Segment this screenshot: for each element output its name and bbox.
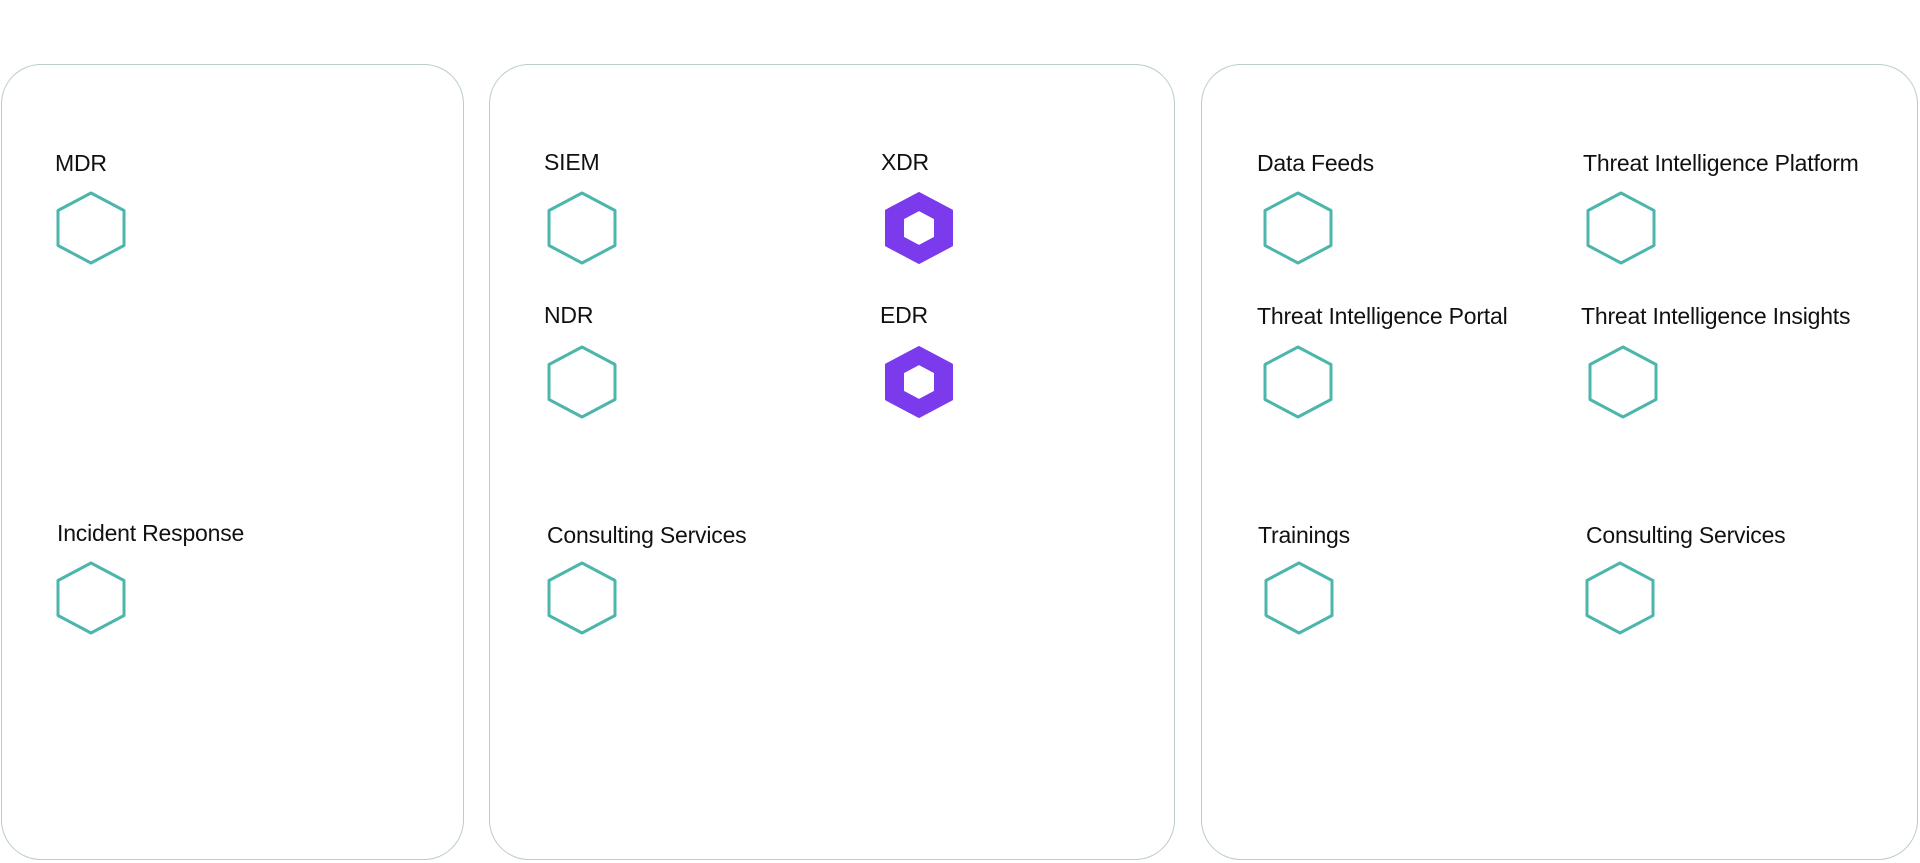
hexagon-outline-icon[interactable]: [546, 560, 618, 636]
product-label: Threat Intelligence Platform: [1583, 150, 1859, 176]
hexagon-outline-icon[interactable]: [546, 344, 618, 420]
product-label: SIEM: [544, 149, 600, 175]
hexagon-filled-icon[interactable]: [883, 344, 955, 420]
hexagon-outline-icon[interactable]: [55, 190, 127, 266]
product-label: Threat Intelligence Insights: [1581, 303, 1851, 329]
product-label: Data Feeds: [1257, 150, 1374, 176]
product-label: XDR: [881, 149, 929, 175]
product-label: Consulting Services: [1586, 522, 1786, 548]
hexagon-outline-icon[interactable]: [55, 560, 127, 636]
hexagon-outline-icon[interactable]: [1584, 560, 1656, 636]
product-label: Threat Intelligence Portal: [1257, 303, 1508, 329]
siem-panel: SIEM XDR NDR EDR Consulting Services: [489, 64, 1175, 860]
hexagon-outline-icon[interactable]: [1263, 560, 1335, 636]
hexagon-outline-icon[interactable]: [1585, 190, 1657, 266]
hexagon-outline-icon[interactable]: [1262, 190, 1334, 266]
product-label: MDR: [55, 150, 107, 176]
mdr-panel: MDR Incident Response: [1, 64, 464, 860]
product-label: Consulting Services: [547, 522, 747, 548]
product-label: EDR: [880, 302, 928, 328]
product-label: Incident Response: [57, 520, 245, 546]
hexagon-outline-icon[interactable]: [1262, 344, 1334, 420]
product-label: Trainings: [1258, 522, 1350, 548]
hexagon-outline-icon[interactable]: [546, 190, 618, 266]
hexagon-outline-icon[interactable]: [1587, 344, 1659, 420]
product-label: NDR: [544, 302, 594, 328]
hexagon-filled-icon[interactable]: [883, 190, 955, 266]
threat-intel-panel: Data Feeds Threat Intelligence Platform …: [1201, 64, 1918, 860]
